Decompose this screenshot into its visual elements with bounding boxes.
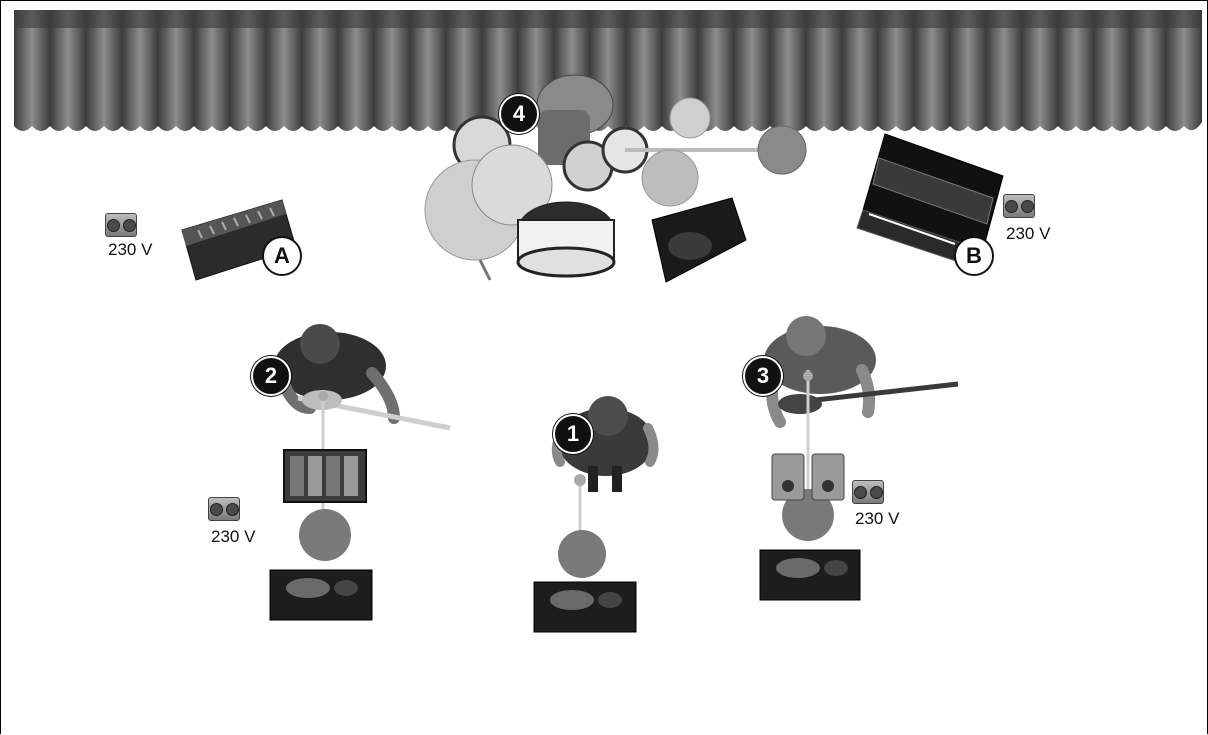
position-badge-4: 4 xyxy=(499,94,539,134)
position-badge-1: 1 xyxy=(553,414,593,454)
power-socket-left xyxy=(208,497,240,521)
power-socket-b xyxy=(1003,194,1035,218)
amp-badge-a: A xyxy=(262,236,302,276)
voltage-label-left: 230 V xyxy=(211,527,255,547)
power-socket-a xyxy=(105,213,137,237)
monitor-wedge-left xyxy=(268,568,374,622)
voltage-label-b: 230 V xyxy=(1006,224,1050,244)
pedalboard-left xyxy=(282,448,368,506)
pedalboard-right xyxy=(770,452,846,504)
power-socket-right xyxy=(852,480,884,504)
monitor-wedge-right xyxy=(758,548,862,602)
position-badge-2: 2 xyxy=(251,356,291,396)
amp-badge-b: B xyxy=(954,236,994,276)
mic-stand-center xyxy=(552,470,622,590)
voltage-label-a: 230 V xyxy=(108,240,152,260)
position-badge-3: 3 xyxy=(743,356,783,396)
monitor-wedge-center xyxy=(532,580,638,634)
voltage-label-right: 230 V xyxy=(855,509,899,529)
drum-kit xyxy=(420,70,810,290)
